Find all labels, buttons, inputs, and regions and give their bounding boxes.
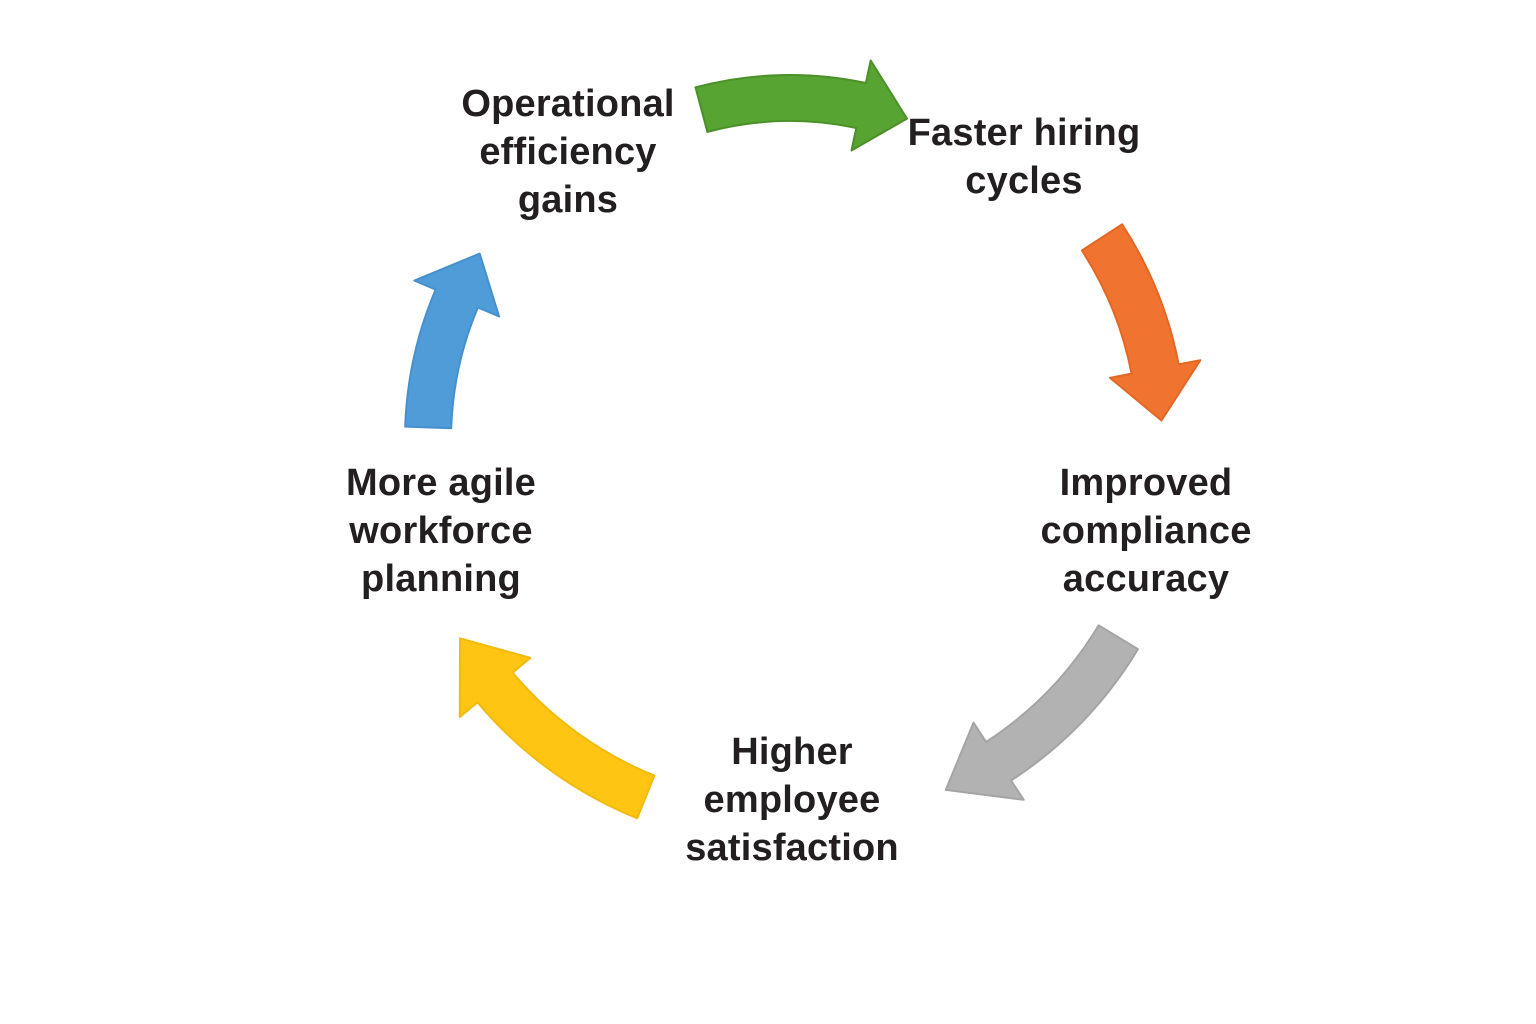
- arrow-operational-to-faster-hiring: [694, 59, 908, 152]
- node-improved-compliance-accuracy: Improved compliance accuracy: [1040, 462, 1252, 600]
- node-more-agile-workforce-planning: More agile workforce planning: [346, 462, 536, 600]
- arrow-satisfaction-to-planning: [458, 637, 656, 820]
- node-faster-hiring-cycles: Faster hiring cycles: [907, 112, 1141, 202]
- node-higher-employee-satisfaction: Higher employee satisfaction: [685, 731, 899, 869]
- arrow-planning-to-operational: [404, 252, 501, 430]
- arrow-faster-hiring-to-compliance: [1080, 223, 1202, 422]
- node-operational-efficiency-gains: Operational efficiency gains: [461, 83, 675, 221]
- arrow-compliance-to-satisfaction: [944, 624, 1139, 801]
